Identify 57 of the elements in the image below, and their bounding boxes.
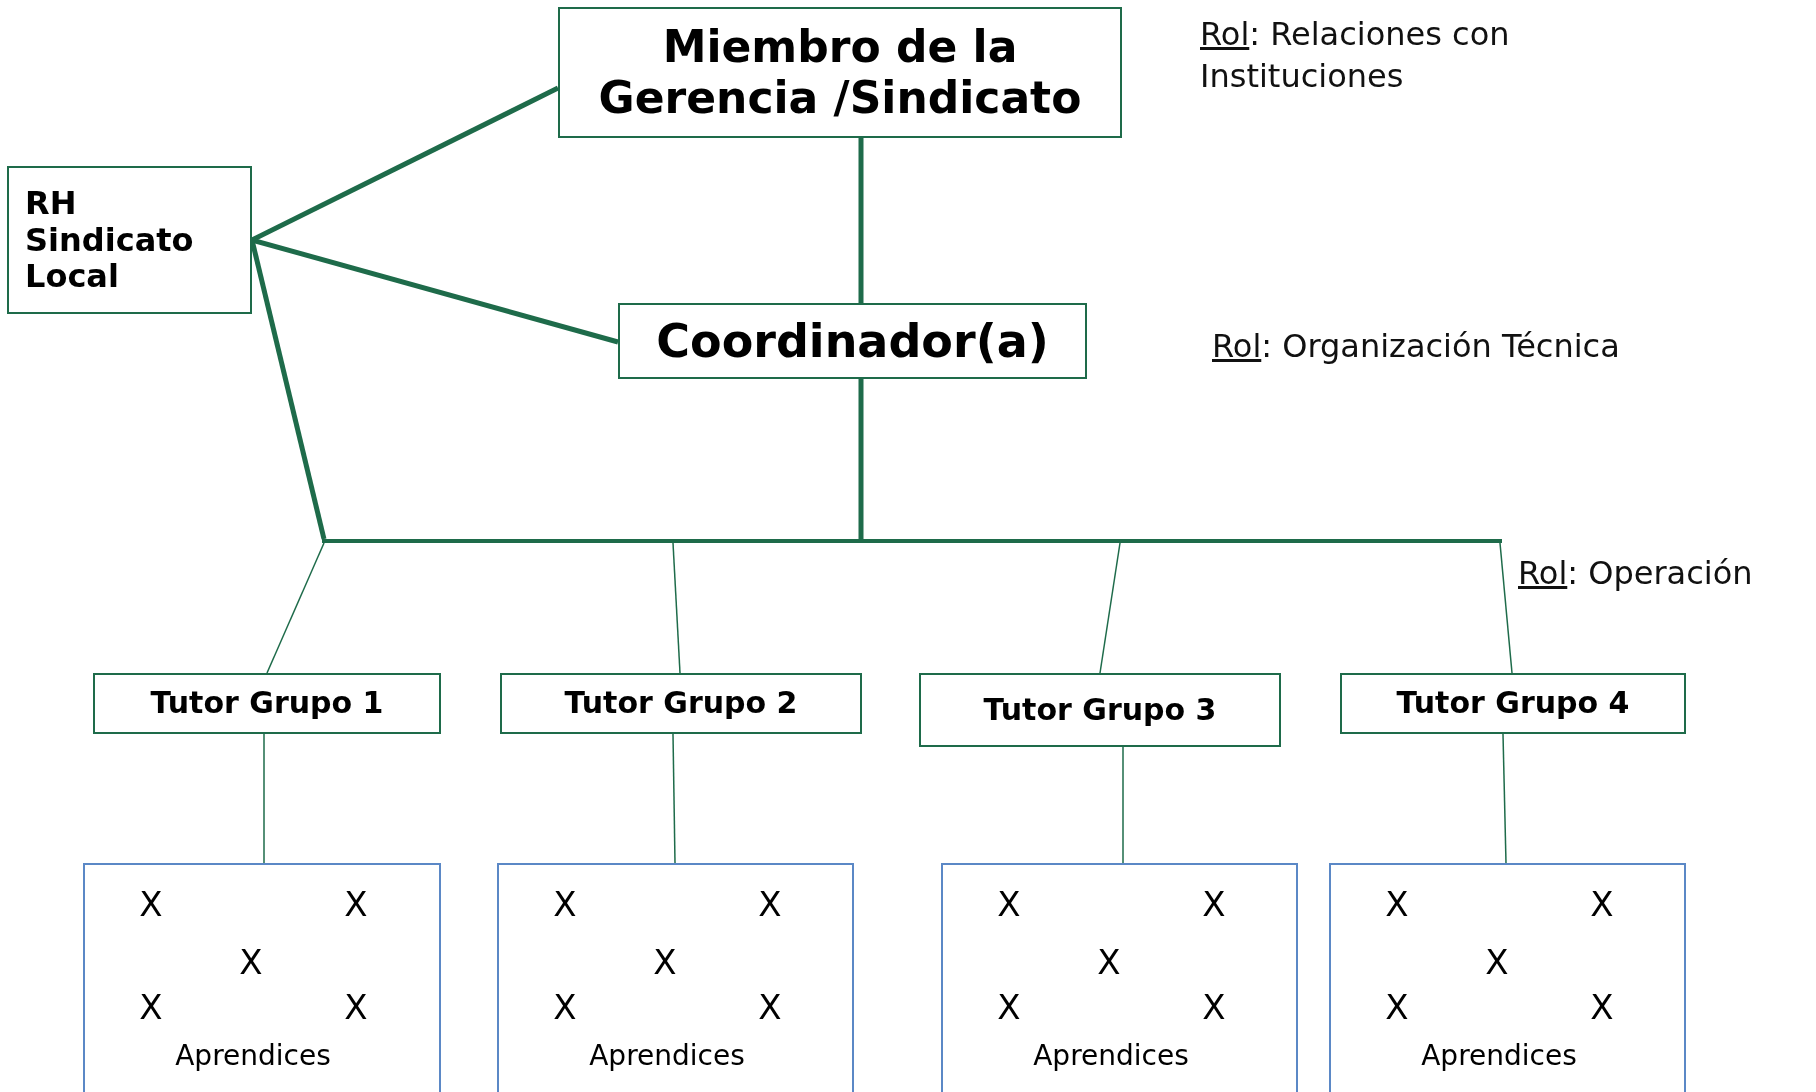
- group-box: [941, 863, 1298, 1092]
- role-title: Tutor Grupo 2: [564, 686, 798, 721]
- person-mark: X: [239, 945, 263, 979]
- group-label: Aprendices: [589, 1042, 745, 1070]
- person-mark: X: [1097, 945, 1121, 979]
- role-note: Rol: Relaciones con Instituciones: [1200, 14, 1511, 97]
- connector-line: [1122, 746, 1124, 864]
- role-box: [93, 673, 441, 734]
- role-box: [618, 303, 1087, 379]
- person-mark: X: [758, 887, 782, 921]
- person-mark: X: [1385, 990, 1409, 1024]
- connector-line: [672, 542, 681, 674]
- person-mark: X: [1590, 887, 1614, 921]
- role-box: [919, 673, 1281, 747]
- connector-line: [266, 542, 325, 674]
- person-mark: X: [997, 887, 1021, 921]
- role-title: Miembro de la Gerencia /Sindicato: [597, 21, 1083, 124]
- role-box: [500, 673, 862, 734]
- group-box: [1329, 863, 1686, 1092]
- connector-line: [263, 733, 265, 864]
- role-box: [558, 7, 1122, 138]
- role-note: Rol: Operación: [1518, 553, 1753, 594]
- person-mark: X: [1385, 887, 1409, 921]
- role-title: RH Sindicato Local: [25, 184, 195, 296]
- person-mark: X: [1202, 990, 1226, 1024]
- role-title: Tutor Grupo 1: [150, 686, 384, 721]
- connector-line: [672, 733, 676, 864]
- group-label: Aprendices: [175, 1042, 331, 1070]
- role-title: Coordinador(a): [656, 314, 1049, 368]
- person-mark: X: [139, 990, 163, 1024]
- person-mark: X: [553, 990, 577, 1024]
- person-mark: X: [553, 887, 577, 921]
- group-label: Aprendices: [1033, 1042, 1189, 1070]
- person-mark: X: [344, 990, 368, 1024]
- person-mark: X: [653, 945, 677, 979]
- connector-line: [1499, 542, 1513, 674]
- connector-line: [1502, 733, 1507, 864]
- connector-line: [1099, 542, 1121, 674]
- group-label: Aprendices: [1421, 1042, 1577, 1070]
- group-box: [497, 863, 854, 1092]
- role-title: Tutor Grupo 4: [1396, 686, 1630, 721]
- person-mark: X: [758, 990, 782, 1024]
- role-box: [7, 166, 252, 314]
- person-mark: X: [1590, 990, 1614, 1024]
- person-mark: X: [139, 887, 163, 921]
- role-note: Rol: Organización Técnica: [1212, 326, 1620, 367]
- role-box: [1340, 673, 1686, 734]
- connector-line: [858, 138, 864, 303]
- connector-line: [858, 379, 864, 539]
- group-box: [83, 863, 441, 1092]
- person-mark: X: [344, 887, 368, 921]
- role-title: Tutor Grupo 3: [983, 692, 1217, 728]
- person-mark: X: [997, 990, 1021, 1024]
- connector-bar: [322, 539, 1502, 543]
- person-mark: X: [1202, 887, 1226, 921]
- person-mark: X: [1485, 945, 1509, 979]
- connector-line: [251, 237, 619, 345]
